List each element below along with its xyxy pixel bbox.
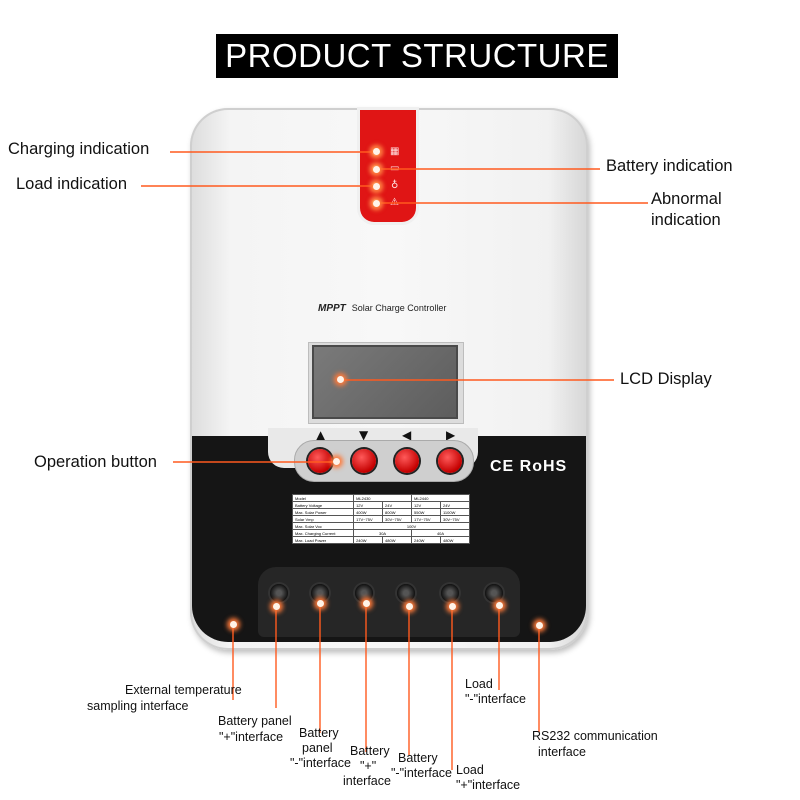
bulb-icon: ♁: [391, 180, 399, 191]
right-arrow-icon: ▶: [446, 428, 456, 442]
label-ext-temp-line1: External temperature: [125, 683, 242, 697]
certification-marks: CE RoHS: [490, 458, 568, 475]
label-bp-minus-line1: Battery: [299, 726, 339, 740]
operation-dot: [333, 458, 340, 465]
spec-row: Max. Solar Power 400W 800W 550W 1100W: [291, 508, 471, 516]
label-bp-plus-line1: Battery panel: [218, 714, 292, 728]
sun-panel-icon: ▦: [390, 146, 400, 157]
label-bat-minus-line2: "-"interface: [391, 766, 452, 780]
label-bp-minus-line3: "-"interface: [290, 756, 351, 770]
down-button[interactable]: [352, 449, 376, 473]
label-rs232-line1: RS232 communication: [532, 729, 658, 743]
terminal-battery-minus: [397, 584, 415, 602]
abnormal-dot: [373, 200, 380, 207]
lcd-display: [312, 345, 458, 419]
terminal-load-plus: [441, 584, 459, 602]
bat-minus-dot: [406, 603, 413, 610]
mppt-mark: MPPT: [318, 303, 346, 314]
label-bat-minus-line1: Battery: [398, 751, 438, 765]
label-bat-plus-line1: Battery: [350, 744, 390, 758]
label-abnormal-line1: Abnormal: [651, 190, 722, 208]
load-plus-dot: [449, 603, 456, 610]
left-button[interactable]: [395, 449, 419, 473]
label-charging-indication: Charging indication: [8, 140, 150, 158]
left-arrow-icon: ◀: [402, 428, 412, 442]
battery-dot: [373, 166, 380, 173]
terminal-bay: [258, 567, 520, 637]
label-load-indication: Load indication: [16, 175, 128, 193]
load-minus-dot: [496, 602, 503, 609]
up-button[interactable]: [308, 449, 332, 473]
label-bat-plus-line2: "+": [360, 759, 377, 773]
brand-text: Solar Charge Controller: [351, 303, 447, 313]
down-arrow-icon: ▼: [359, 428, 369, 442]
label-operation-button: Operation button: [34, 453, 157, 471]
rs232-dot: [536, 622, 543, 629]
label-lcd-display: LCD Display: [620, 370, 712, 388]
label-bp-minus-line2: panel: [302, 741, 333, 755]
lcd-dot: [337, 376, 344, 383]
label-bp-plus-line2: "+"interface: [219, 730, 284, 744]
spec-row: Max. Load Power 240W 480W 240W 480W: [291, 536, 471, 544]
label-load-minus-line2: "-"interface: [465, 692, 526, 706]
label-load-plus-line2: "+"interface: [456, 778, 521, 792]
bp-minus-dot: [317, 600, 324, 607]
right-button[interactable]: [438, 449, 462, 473]
ext-temp-dot: [230, 621, 237, 628]
title-banner: PRODUCT STRUCTURE: [216, 34, 618, 78]
label-load-plus-line1: Load: [456, 763, 484, 777]
charging-dot: [373, 148, 380, 155]
bat-plus-dot: [363, 600, 370, 607]
label-rs232-line2: interface: [538, 745, 586, 759]
spec-table: Model ML2430 ML2440 Battery Voltage 12V …: [291, 494, 471, 544]
label-ext-temp-line2: sampling interface: [87, 699, 189, 713]
label-abnormal-line2: indication: [651, 211, 721, 229]
terminal-load-minus: [485, 584, 503, 602]
terminal-solar-plus: [270, 584, 288, 602]
load-dot: [373, 183, 380, 190]
bp-plus-dot: [273, 603, 280, 610]
terminal-solar-minus: [311, 584, 329, 602]
brand-label: MPPT Solar Charge Controller: [318, 303, 446, 314]
label-bat-plus-line3: interface: [343, 774, 391, 788]
label-battery-indication: Battery indication: [606, 157, 733, 175]
up-arrow-icon: ▲: [316, 428, 326, 442]
terminal-battery-plus: [355, 584, 373, 602]
spec-cell: 480W: [439, 536, 471, 544]
label-load-minus-line1: Load: [465, 677, 493, 691]
spec-cell: Max. Load Power: [291, 536, 355, 544]
